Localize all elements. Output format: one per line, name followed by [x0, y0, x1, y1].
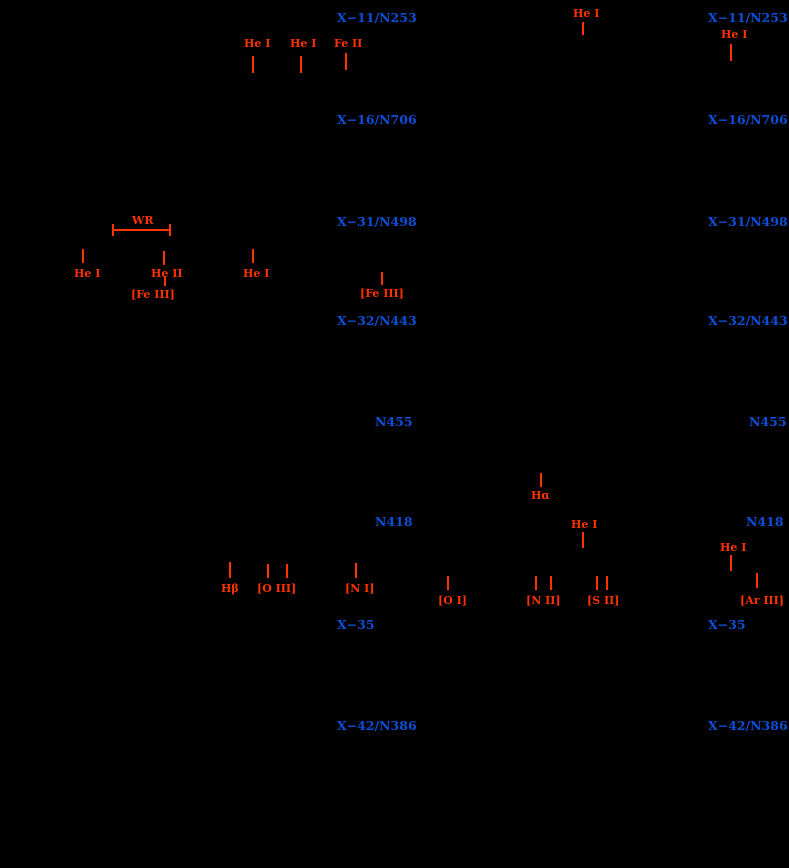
spectral-line-tick	[596, 576, 598, 590]
panel-label: N418	[746, 514, 784, 529]
panel-label: X−32/N443	[708, 313, 788, 328]
panel-label: X−42/N386	[708, 718, 788, 733]
wr-bracket-cap	[112, 224, 114, 236]
spectral-line-label: [N II]	[526, 594, 561, 607]
spectral-line-label: [S II]	[587, 594, 620, 607]
spectral-line-tick	[550, 576, 552, 590]
panel-label: X−42/N386	[337, 718, 417, 733]
spectral-line-tick	[582, 22, 584, 35]
spectral-line-label: He I	[720, 541, 747, 554]
panel-label: N418	[375, 514, 413, 529]
spectral-line-label: He II	[151, 267, 183, 280]
spectral-line-tick	[355, 563, 357, 578]
spectral-line-label: Hα	[531, 489, 550, 502]
spectral-line-label: He I	[573, 7, 600, 20]
spectral-line-label: Hβ	[221, 582, 239, 595]
panel-label: X−32/N443	[337, 313, 417, 328]
panel-label: X−11/N253	[708, 10, 788, 25]
spectral-line-tick	[606, 576, 608, 590]
panel-label: N455	[375, 414, 413, 429]
spectral-line-label: He I	[290, 37, 317, 50]
panel-label: X−31/N498	[337, 214, 417, 229]
spectral-line-label: [Fe III]	[360, 287, 404, 300]
spectral-line-tick	[535, 576, 537, 590]
panel-label: X−31/N498	[708, 214, 788, 229]
spectral-line-label: He I	[243, 267, 270, 280]
spectral-line-label: [Ar III]	[740, 594, 785, 607]
spectral-line-tick	[582, 532, 584, 548]
spectral-line-tick	[447, 576, 449, 590]
panel-label: X−35	[337, 617, 375, 632]
spectral-line-tick	[300, 56, 302, 73]
spectral-line-label: He I	[571, 518, 598, 531]
spectral-line-label: He I	[244, 37, 271, 50]
spectral-line-tick	[82, 249, 84, 263]
spectral-line-tick	[163, 251, 165, 265]
spectral-line-label: [O III]	[257, 582, 297, 595]
spectral-line-tick	[267, 564, 269, 578]
spectral-line-label: Fe II	[334, 37, 363, 50]
spectral-line-tick	[286, 564, 288, 578]
spectral-line-tick	[229, 562, 231, 578]
spectral-line-tick	[756, 573, 758, 588]
panel-label: X−35	[708, 617, 746, 632]
panel-label: X−11/N253	[337, 10, 417, 25]
spectral-line-tick	[345, 53, 347, 70]
spectral-line-tick	[164, 276, 166, 286]
panel-label: X−16/N706	[708, 112, 788, 127]
spectral-line-tick	[540, 473, 542, 487]
spectral-line-label: [N I]	[345, 582, 375, 595]
spectral-line-tick	[381, 272, 383, 285]
wr-range-bracket	[112, 229, 171, 231]
spectral-line-label: [Fe III]	[131, 288, 175, 301]
spectral-line-label: He I	[721, 28, 748, 41]
wr-bracket-cap	[169, 224, 171, 236]
spectral-line-tick	[252, 56, 254, 73]
panel-label: X−16/N706	[337, 112, 417, 127]
spectral-line-tick	[730, 555, 732, 571]
spectral-line-label: He I	[74, 267, 101, 280]
spectral-line-tick	[252, 249, 254, 263]
spectral-line-label: WR	[132, 214, 154, 227]
panel-label: N455	[749, 414, 787, 429]
spectral-line-label: [O I]	[438, 594, 467, 607]
spectral-line-tick	[730, 44, 732, 61]
